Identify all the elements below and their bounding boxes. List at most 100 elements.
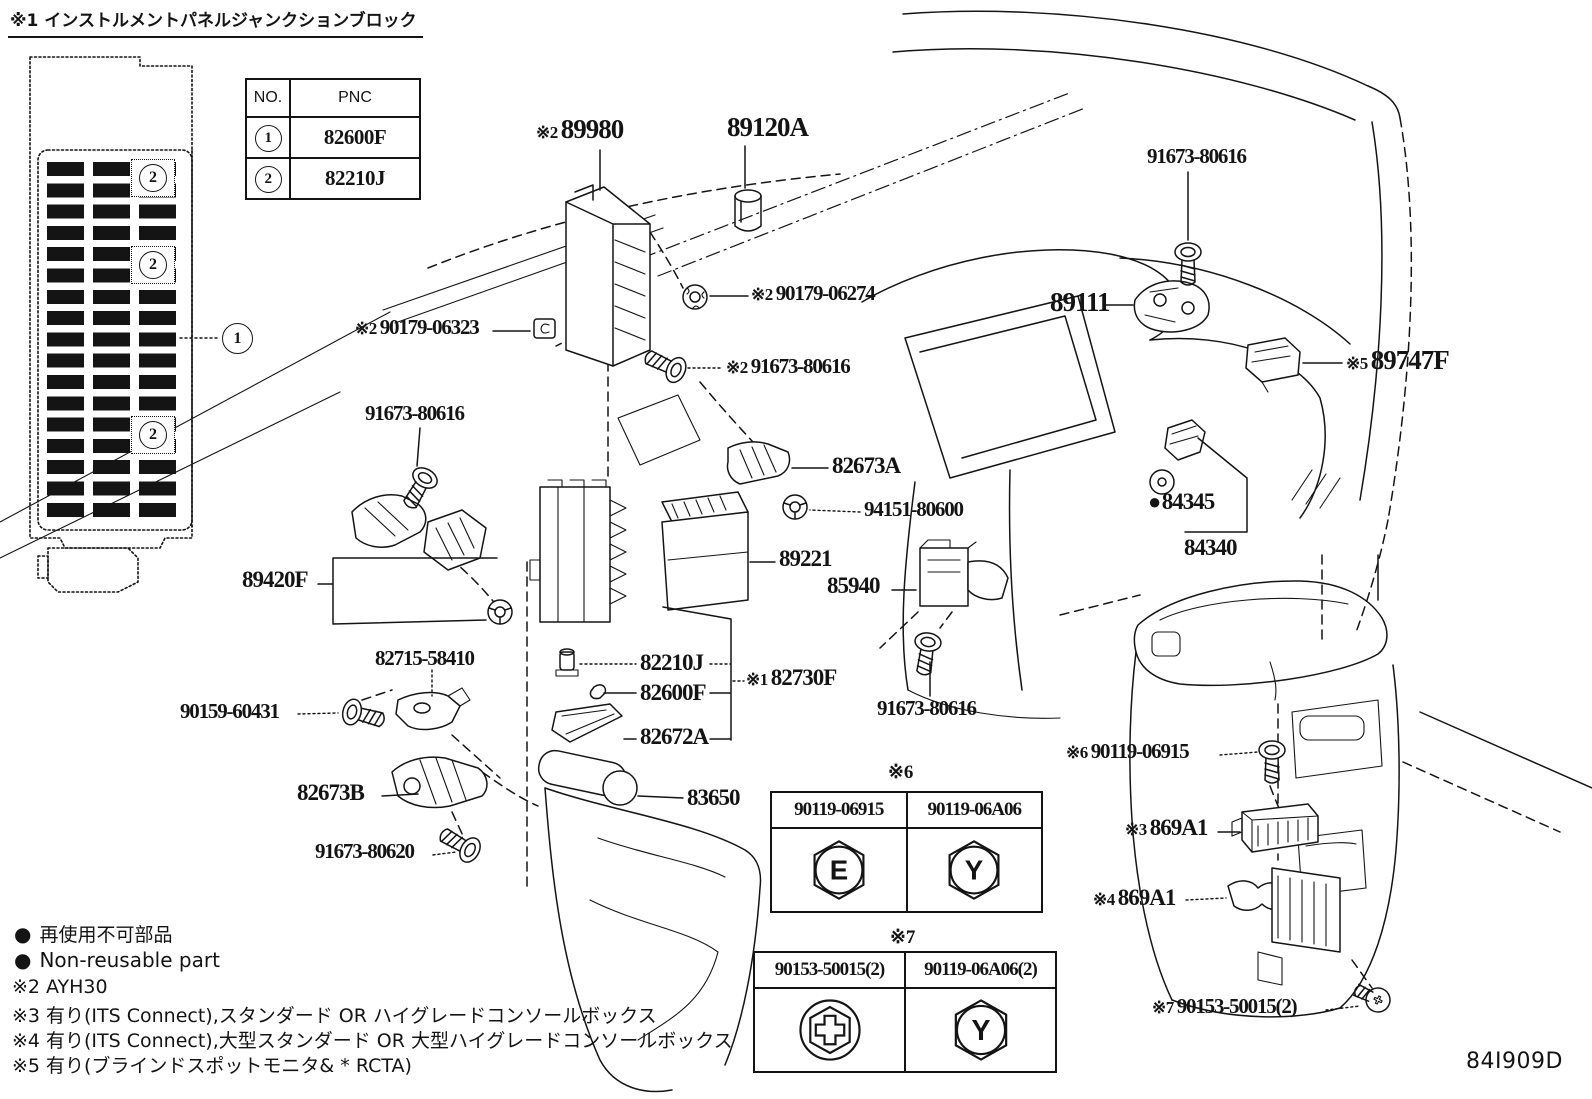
part-label-85940: 85940 — [827, 573, 880, 598]
non-reusable-bullet-icon: ● — [14, 948, 32, 972]
table-mark-6: ※6 — [888, 762, 914, 783]
fuse-column-2 — [93, 162, 130, 518]
part-label-89420F: 89420F — [242, 567, 309, 592]
diagram-code: 84I909D — [1466, 1049, 1563, 1074]
part-89747F-sensor — [1245, 337, 1301, 393]
relay-marker-box-2: 2 — [131, 246, 175, 284]
fastener-7-part-1: 90153-50015(2) — [753, 951, 906, 989]
part-82210J-fuse — [555, 648, 579, 677]
fastener-table-6: 90119-06915 90119-06A06 E Y — [770, 791, 1043, 913]
part-label-82715-58410: 82715-58410 — [375, 646, 475, 670]
part-label-91673-80616-center: 91673-80616 — [877, 696, 977, 720]
part-82715-58410-bracket — [395, 687, 471, 731]
part-label-90159-60431: 90159-60431 — [180, 699, 280, 723]
relay-marker-2: 2 — [139, 164, 167, 192]
part-90179-06274-nut — [682, 284, 708, 310]
part-82730F-junction-block — [529, 479, 627, 623]
legend-non-reusable-en: ●Non-reusable part — [14, 948, 220, 972]
pnc-header-no: NO. — [245, 78, 291, 118]
part-82672A-gasket — [551, 703, 623, 743]
legend-non-reusable-jp: ●再使用不可部品 — [14, 922, 173, 946]
part-89120A-stud — [734, 189, 762, 232]
title-mark: ※1 — [10, 11, 39, 31]
part-82673A-bracket — [726, 441, 791, 485]
hex-flange-bolt-E-icon: E — [813, 840, 865, 900]
table-mark-7: ※7 — [890, 927, 916, 948]
fastener-6-part-1: 90119-06915 — [770, 791, 908, 829]
fuse-column-1 — [47, 162, 84, 518]
part-84340-lines — [1184, 437, 1248, 533]
pnc-row-2-pnc: 82210J — [289, 157, 421, 200]
part-label-89120A: 89120A — [727, 112, 809, 142]
relay-marker-box-1: 2 — [131, 159, 175, 197]
part-label-84340: 84340 — [1184, 535, 1237, 560]
non-reusable-bullet-icon: ● — [14, 922, 32, 946]
fastener-screws — [339, 242, 1391, 1013]
part-89980-telematics-ecu — [565, 184, 651, 367]
svg-text:E: E — [830, 855, 848, 886]
fastener-6-part-2: 90119-06A06 — [905, 791, 1043, 829]
part-label-82210J: 82210J — [640, 650, 704, 675]
part-label-89111: 89111 — [1050, 287, 1111, 317]
leader-lines — [179, 145, 1361, 1011]
pnc-row-2: 2 82210J — [245, 157, 421, 200]
part-label-91673-80616-top: 91673-80616 — [1147, 144, 1247, 168]
fastener-7-part-2: 90119-06A06(2) — [904, 951, 1057, 989]
dashboard-outline — [0, 10, 1413, 719]
hex-flange-bolt-Y-icon: Y — [948, 840, 1000, 900]
pnc-header-pnc: PNC — [289, 78, 421, 118]
part-label-83650: 83650 — [687, 785, 740, 810]
part-label-89221: 89221 — [779, 546, 832, 571]
part-label-91673-80620: 91673-80620 — [315, 839, 415, 863]
part-84345-sensor — [1149, 419, 1206, 495]
junction-block-callout-1: 1 — [222, 323, 253, 354]
fuse-column-3 — [139, 162, 176, 518]
pnc-table: NO. PNC 1 82600F 2 82210J — [245, 78, 421, 200]
svg-text:Y: Y — [965, 855, 983, 886]
part-83650-cylinder — [537, 749, 638, 806]
center-console-outline — [1059, 554, 1592, 1018]
part-89420F-bracket-assembly — [351, 494, 487, 571]
part-869A1-box-3 — [1231, 803, 1319, 853]
relay-marker-2: 2 — [139, 251, 167, 279]
part-89420F-grommet — [487, 599, 513, 625]
part-label-94151-80600: 94151-80600 — [864, 497, 964, 521]
part-label-91673-80616-left: 91673-80616 — [365, 401, 465, 425]
junction-block-outline — [29, 56, 193, 593]
part-82673B-bracket — [391, 756, 488, 809]
title-text: インストルメントパネルジャンクションブロック — [44, 11, 417, 31]
fastener-table-7: 90153-50015(2) 90119-06A06(2) Y — [753, 951, 1057, 1073]
page-title: ※1 インストルメントパネルジャンクションブロック — [8, 6, 423, 38]
phillips-hex-screw-icon — [798, 999, 861, 1061]
part-89221-ecu — [661, 491, 749, 611]
part-label-82673B: 82673B — [297, 780, 365, 805]
door-panel-outline — [526, 561, 762, 1093]
pnc-row-1-no: 1 — [254, 125, 282, 152]
part-label-82673A: 82673A — [832, 453, 901, 478]
part-85940-relay — [919, 539, 1009, 607]
svg-text:Y: Y — [971, 1015, 990, 1047]
pnc-header-row: NO. PNC — [245, 78, 421, 118]
part-label-82672A: 82672A — [640, 724, 709, 749]
part-label-82600F: 82600F — [640, 680, 707, 705]
part-869A1-box-4 — [1227, 867, 1341, 986]
pnc-row-2-no: 2 — [254, 166, 282, 193]
pnc-row-1: 1 82600F — [245, 116, 421, 159]
pnc-row-1-pnc: 82600F — [289, 116, 421, 159]
part-82600F-clip — [589, 684, 607, 700]
relay-marker-box-3: 2 — [131, 416, 175, 454]
